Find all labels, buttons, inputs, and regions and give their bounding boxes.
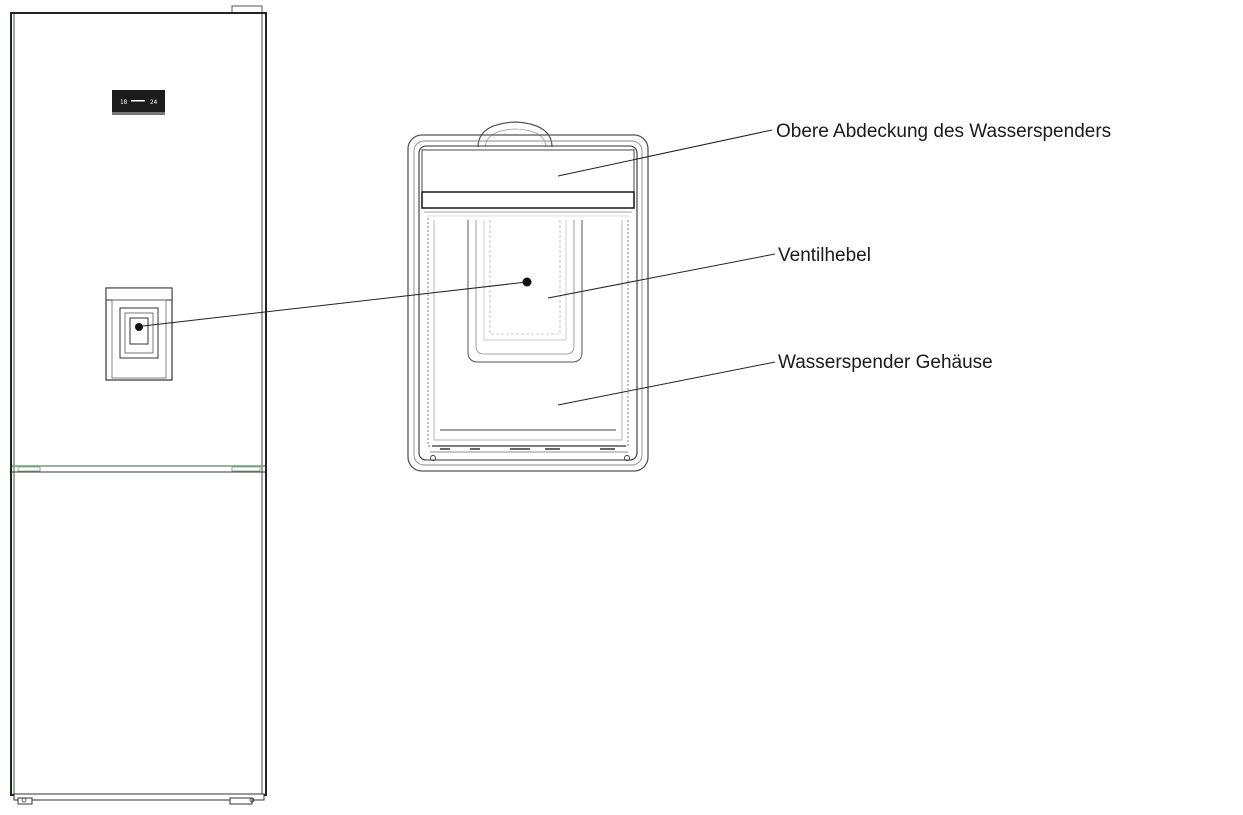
fridge-base: [13, 793, 265, 805]
door-water-dispenser: [105, 287, 173, 381]
dispenser-outer-frame: [407, 134, 649, 472]
valve-lever-marker-dot: [522, 277, 532, 287]
dispenser-housing: [427, 218, 630, 461]
dispenser-top-cover: [421, 149, 635, 217]
svg-text:18: 18: [120, 99, 128, 106]
svg-text:24: 24: [150, 99, 158, 106]
leader-line-housing: [557, 361, 776, 406]
leader-line-top-cover: [557, 129, 773, 177]
door-gap-mark-right: [231, 466, 261, 472]
dispenser-valve-lever: [467, 220, 583, 363]
zoom-connector-line: [142, 281, 528, 327]
leader-line-valve-lever: [547, 253, 776, 299]
dispenser-detail: [407, 121, 649, 472]
control-display: 18 24: [112, 90, 165, 115]
door-gap-mark-left: [17, 466, 41, 472]
label-valve-lever: Ventilhebel: [778, 245, 871, 266]
label-housing: Wasserspender Gehäuse: [778, 352, 993, 373]
refrigerator: 18 24: [10, 5, 267, 805]
dispenser-marker-dot: [135, 323, 143, 331]
label-top-cover: Obere Abdeckung des Wasserspenders: [776, 121, 1112, 142]
fridge-body: [10, 12, 267, 796]
leader-lines: [142, 129, 776, 406]
